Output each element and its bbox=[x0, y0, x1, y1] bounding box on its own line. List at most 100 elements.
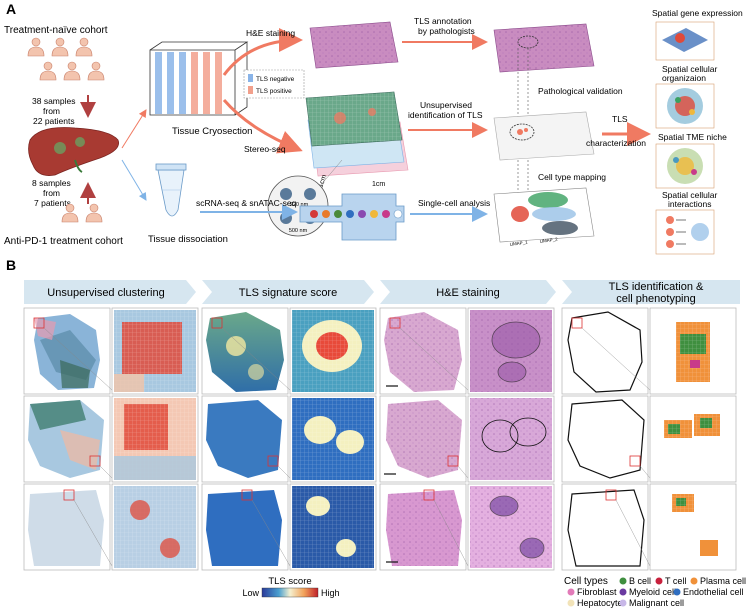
row1-outline-tissue bbox=[567, 311, 643, 393]
legend-dot-malignant-cell bbox=[619, 599, 627, 607]
row1-zoom-line bbox=[43, 327, 113, 391]
row2-score-tissue bbox=[206, 400, 282, 478]
header-chevron-3 bbox=[380, 280, 556, 304]
cryosection-label: Tissue Cryosection bbox=[172, 126, 252, 137]
header-cell-phenotyping: cell phenotyping bbox=[616, 293, 696, 305]
row3-score-zoom bbox=[292, 486, 374, 568]
interactions-title-1: Spatial cellular bbox=[662, 190, 717, 200]
dim-label-1cm-vertical: 1cm bbox=[317, 174, 328, 189]
header-tls-signature-score: TLS signature score bbox=[239, 287, 337, 299]
panel-a: A Treatment-naïve cohort 38 samples from… bbox=[4, 1, 743, 255]
row1-score-tissue bbox=[206, 312, 284, 392]
legend-tls-negative: TLS negative bbox=[256, 76, 295, 83]
unsupervised-line2: identification of TLS bbox=[408, 110, 483, 120]
panel-b: B Unsupervised clustering TLS signature … bbox=[6, 257, 746, 608]
tme-title: Spatial TME niche bbox=[658, 132, 727, 142]
umap2-label: UMAP_2 bbox=[539, 236, 558, 244]
tls-score-colorbar: TLS score Low High bbox=[242, 576, 339, 598]
header-chevron-1 bbox=[24, 280, 196, 304]
legend-plasma-cell: Plasma cell bbox=[700, 576, 746, 586]
tls-legend: TLS negative TLS positive bbox=[243, 69, 305, 99]
row1-he-zoom bbox=[470, 310, 552, 392]
row3-score-zoom-line bbox=[251, 499, 291, 567]
row3-he-zoom bbox=[470, 486, 552, 568]
identified-tls-slide bbox=[493, 111, 595, 161]
tme-box bbox=[655, 143, 715, 189]
legend-dot-t-cell bbox=[655, 577, 663, 585]
legend-hepatocyte: Hepatocyte bbox=[577, 598, 623, 608]
tls-char-line1: TLS bbox=[612, 114, 628, 124]
row2-score-zoom-line bbox=[277, 465, 291, 479]
row3-zoom-line bbox=[73, 499, 113, 567]
stereo-seq-stack: 1cm 1cm bbox=[305, 91, 409, 189]
tls-char-line2: characterization bbox=[586, 138, 646, 148]
legend-myeloid-cell: Myeloid cell bbox=[629, 587, 676, 597]
header-he-staining: H&E staining bbox=[436, 287, 500, 299]
interactions-box bbox=[655, 209, 715, 255]
arrow-liver-to-cryosection bbox=[121, 109, 147, 149]
microfluidic-chip bbox=[299, 193, 405, 241]
scrna-label: scRNA-seq & snATAC-seq bbox=[196, 198, 297, 208]
spatial-gene-box bbox=[655, 21, 715, 61]
row3-clustering-zoom bbox=[114, 486, 196, 568]
legend-t-cell: T cell bbox=[665, 576, 686, 586]
row2-he-tissue bbox=[384, 400, 462, 478]
header-tls-identification: TLS identification & bbox=[609, 281, 704, 293]
row2-he-zoom-line bbox=[457, 465, 469, 479]
row2-clustering-zoom bbox=[114, 398, 196, 480]
panel-a-letter: A bbox=[6, 1, 16, 17]
umap1-label: UMAP_1 bbox=[509, 239, 528, 247]
path-validation-label: Pathological validation bbox=[538, 86, 623, 96]
spatial-gene-title: Spatial gene expression bbox=[652, 8, 743, 18]
row3-outline-tissue bbox=[567, 489, 645, 567]
annotated-he-slide bbox=[493, 23, 595, 73]
cohort-1-samples-line3: 22 patients bbox=[33, 116, 75, 126]
header-chevron-2 bbox=[202, 280, 374, 304]
cell-type-mapping-label: Cell type mapping bbox=[538, 172, 606, 182]
row2-score-zoom bbox=[292, 398, 374, 480]
row2-outline-zoom-line bbox=[639, 465, 651, 479]
panel-b-letter: B bbox=[6, 257, 16, 273]
row2-zoom-line bbox=[99, 465, 113, 479]
arrow-to-stereo bbox=[222, 99, 303, 154]
chip-220nm-label: 220 nm bbox=[290, 202, 309, 208]
umap-plot: UMAP_1 UMAP_2 bbox=[493, 187, 595, 247]
cell-types-title: Cell types bbox=[564, 576, 608, 587]
row1-clustering-tissue bbox=[33, 314, 100, 390]
row1-clustering-zoom bbox=[114, 310, 196, 392]
row2-phenotype-zoom bbox=[664, 414, 720, 438]
row3-outline-zoom-line bbox=[615, 499, 651, 567]
legend-dot-b-cell bbox=[619, 577, 627, 585]
cohort-1-samples-line2: from bbox=[43, 106, 60, 116]
cell-types-legend: Cell types B cell T cell Plasma cell Fib… bbox=[564, 576, 746, 608]
legend-b-cell: B cell bbox=[629, 576, 651, 586]
cohort-2-samples-line3: 7 patients bbox=[34, 198, 71, 208]
dissociation-label: Tissue dissociation bbox=[148, 234, 228, 245]
cryosection-block bbox=[149, 41, 249, 116]
cohort-2-title: Anti-PD-1 treatment cohort bbox=[4, 236, 123, 247]
cohort-1-samples-line1: 38 samples bbox=[32, 96, 75, 106]
legend-endothelial-cell: Endothelial cell bbox=[683, 587, 744, 597]
cohort-2-samples-line1: 8 samples bbox=[32, 178, 71, 188]
spatial-cell-box bbox=[655, 83, 715, 129]
arrow-liver-to-dissociation bbox=[121, 159, 147, 201]
row2-he-zoom bbox=[470, 398, 552, 480]
legend-dot-myeloid-cell bbox=[619, 588, 627, 596]
unsupervised-line1: Unsupervised bbox=[420, 100, 472, 110]
image-grid bbox=[23, 307, 737, 571]
spatial-cell-title-1: Spatial cellular bbox=[662, 64, 717, 74]
row1-phenotype-zoom bbox=[676, 322, 710, 382]
colorbar-low: Low bbox=[242, 588, 259, 598]
interactions-title-2: interactions bbox=[668, 199, 711, 209]
he-staining-label: H&E staining bbox=[246, 28, 295, 38]
arrow-to-he bbox=[222, 28, 303, 76]
row3-he-zoom-line bbox=[433, 499, 469, 567]
row3-score-tissue bbox=[206, 489, 282, 566]
legend-tls-positive: TLS positive bbox=[256, 88, 292, 95]
tls-annotation-line1: TLS annotation bbox=[414, 16, 472, 26]
patient-icons-cohort-2 bbox=[61, 203, 103, 223]
spatial-cell-title-2: organizaion bbox=[662, 73, 706, 83]
legend-dot-plasma-cell bbox=[690, 577, 698, 585]
header-chevron-4 bbox=[562, 280, 740, 304]
row3-he-tissue bbox=[386, 489, 462, 566]
